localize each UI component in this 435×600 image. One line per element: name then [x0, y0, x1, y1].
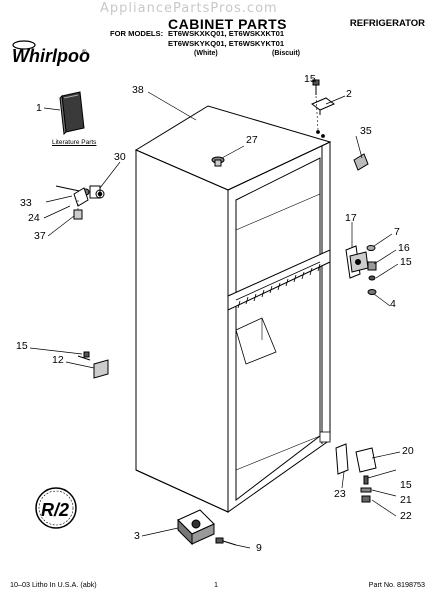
bottom-hinge [335, 443, 377, 503]
callout-20: 20 [402, 445, 414, 457]
left-pin-assembly [55, 185, 105, 220]
top-hinge [311, 97, 335, 115]
callout-27: 27 [246, 134, 258, 146]
cabinet-plug [211, 156, 225, 167]
callout-15-center: 15 [400, 256, 412, 268]
callout-15-left: 15 [16, 340, 28, 352]
brand-registered-mark: ® [82, 49, 87, 56]
appliance-category: REFRIGERATOR [349, 18, 425, 29]
hinge-cap [353, 153, 369, 171]
footer-part-number: Part No. 8198753 [368, 580, 425, 589]
callout-1: 1 [36, 102, 42, 114]
center-hinge [345, 245, 369, 279]
callout-37: 37 [34, 230, 46, 242]
roller-screw [215, 537, 237, 546]
callout-2: 2 [346, 88, 352, 100]
callout-7: 7 [394, 226, 400, 238]
callout-15-bottom: 15 [400, 479, 412, 491]
door-stop-bracket [77, 351, 109, 379]
callout-17: 17 [345, 212, 357, 224]
footer-page-number: 1 [214, 580, 218, 589]
callout-35: 35 [360, 125, 372, 137]
callout-23: 23 [334, 488, 346, 500]
revision-stamp: R/2 [35, 487, 77, 529]
models-line-1: ET6WSKXKQ01, ET6WSKXKT01 [168, 29, 285, 38]
callout-16: 16 [398, 242, 410, 254]
literature-booklet [59, 91, 85, 136]
callout-3: 3 [134, 530, 140, 542]
top-hinge-screw [312, 79, 320, 95]
brand-logo: Whirlpool ® [10, 40, 96, 66]
page-title: CABINET PARTS [168, 16, 288, 32]
callout-30: 30 [114, 151, 126, 163]
watermark: AppliancePartsPros.com [100, 1, 278, 16]
stamp-text: R/2 [41, 500, 69, 520]
callout-21: 21 [400, 494, 412, 506]
brand-name: Whirlpool [12, 46, 90, 66]
callout-12: 12 [52, 354, 64, 366]
callout-33: 33 [20, 197, 32, 209]
callout-15-top: 15 [304, 73, 316, 85]
callout-4: 4 [390, 298, 396, 310]
callout-9: 9 [256, 542, 262, 554]
color-white: (White) [194, 50, 218, 57]
callout-38: 38 [132, 84, 144, 96]
roller-assembly [177, 509, 215, 546]
footer-litho: 10–03 Litho In U.S.A. (abk) [10, 580, 97, 589]
literature-parts-label: Literature Parts [52, 139, 97, 146]
models-label: FOR MODELS: [110, 29, 164, 38]
callout-22: 22 [400, 510, 412, 522]
models-line-2: ET6WSKYKQ01, ET6WSKYKT01 [168, 39, 285, 48]
color-biscuit: (Biscuit) [272, 50, 300, 57]
callout-24: 24 [28, 212, 40, 224]
refrigerator-cabinet [134, 105, 332, 513]
